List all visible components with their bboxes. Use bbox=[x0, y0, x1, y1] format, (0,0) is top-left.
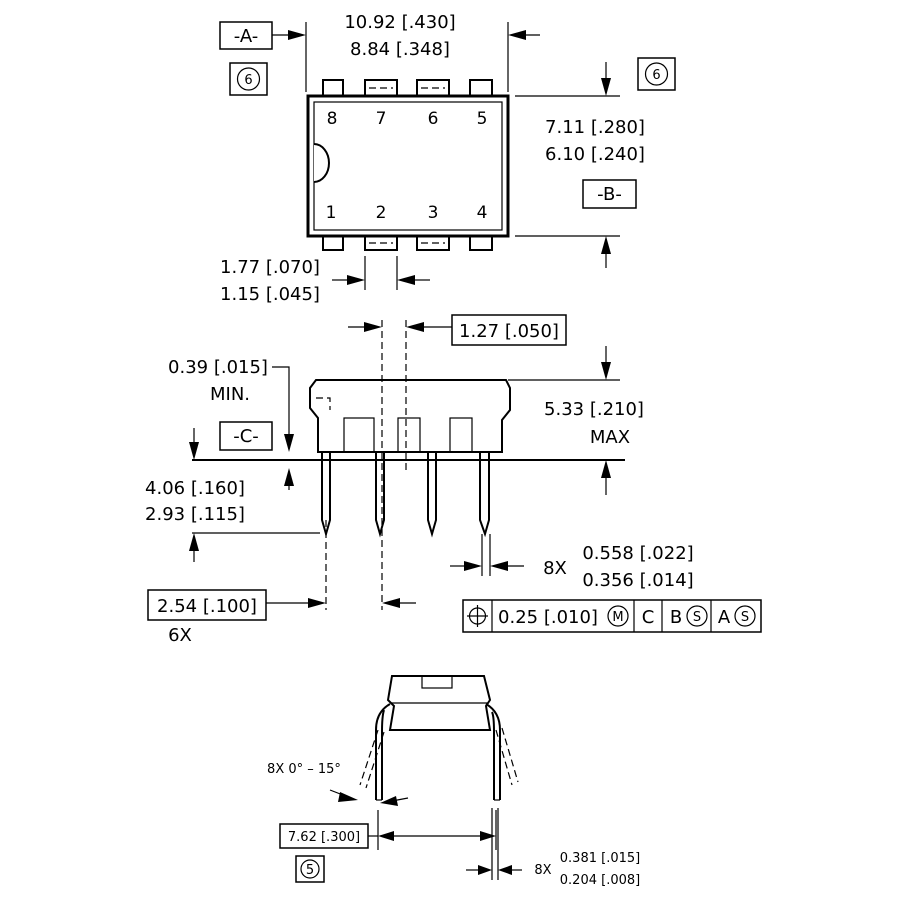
length-max: 10.92 [.430] bbox=[344, 12, 455, 33]
datum-c-ref: C bbox=[642, 607, 655, 628]
modifier-s2: S bbox=[741, 610, 749, 625]
pin-8: 8 bbox=[327, 109, 338, 129]
datum-a-label: -A- bbox=[234, 26, 259, 47]
side-leads bbox=[321, 451, 490, 538]
tolerance-value: 0.25 [.010] bbox=[498, 607, 598, 628]
end-view: 8X 0° – 15° 7.62 [.300] 5 8X 0.381 [.015… bbox=[267, 675, 640, 888]
lead-width-count: 8X bbox=[543, 558, 567, 579]
height-label: MAX bbox=[590, 427, 630, 448]
datum-b-label: -B- bbox=[597, 184, 622, 205]
angle-label: 8X 0° – 15° bbox=[267, 762, 341, 777]
pin-pad-max: 1.77 [.070] bbox=[220, 257, 320, 278]
datum-b-box bbox=[582, 179, 637, 209]
row-spacing-box bbox=[279, 823, 369, 849]
width-min: 6.10 [.240] bbox=[545, 144, 645, 165]
datum-a-box bbox=[219, 21, 273, 50]
lead-thk-max: 0.381 [.015] bbox=[560, 851, 640, 866]
package-body-outline bbox=[306, 94, 510, 238]
tolerance-frame: 0.25 [.010] M C B S A S bbox=[462, 599, 762, 633]
lead-thk-count: 8X bbox=[534, 863, 551, 878]
pin-pad-min: 1.15 [.045] bbox=[220, 284, 320, 305]
spacing-count: 6X bbox=[168, 625, 192, 646]
pitch-value: 1.27 [.050] bbox=[459, 321, 559, 342]
lead-width-max: 0.558 [.022] bbox=[582, 543, 693, 564]
length-min: 8.84 [.348] bbox=[350, 39, 450, 60]
datum-c-label: -C- bbox=[233, 426, 259, 447]
pin-1: 1 bbox=[326, 203, 337, 223]
pin-5: 5 bbox=[477, 109, 488, 129]
datum-a-ref: A bbox=[718, 607, 731, 628]
note-6-right-text: 6 bbox=[652, 68, 660, 83]
side-view: 1.27 [.050] 0.39 [.015] MIN. -C- bbox=[145, 314, 694, 646]
position-icon bbox=[467, 605, 488, 627]
row-spacing-value: 7.62 [.300] bbox=[288, 830, 360, 845]
note-6-left-text: 6 bbox=[244, 73, 252, 88]
spacing-box bbox=[147, 589, 267, 621]
lead-width-min: 0.356 [.014] bbox=[582, 570, 693, 591]
pin-4: 4 bbox=[477, 203, 488, 223]
standoff-label: MIN. bbox=[210, 384, 250, 405]
datum-b-ref: B bbox=[670, 607, 682, 628]
top-pins bbox=[322, 79, 493, 98]
side-body bbox=[309, 379, 511, 453]
top-view: -A- 6 10.92 [.430] 8.84 [.348] 6 bbox=[219, 12, 676, 305]
lead-length-min: 2.93 [.115] bbox=[145, 504, 245, 525]
pin-6: 6 bbox=[428, 109, 439, 129]
modifier-m: M bbox=[612, 610, 623, 625]
note-5-text: 5 bbox=[306, 863, 314, 878]
spacing-value: 2.54 [.100] bbox=[157, 596, 257, 617]
pin-7: 7 bbox=[376, 109, 387, 129]
pitch-box bbox=[451, 314, 567, 346]
pin-2: 2 bbox=[376, 203, 387, 223]
datum-c-box bbox=[219, 421, 273, 451]
width-max: 7.11 [.280] bbox=[545, 117, 645, 138]
height-value: 5.33 [.210] bbox=[544, 399, 644, 420]
lead-thk-min: 0.204 [.008] bbox=[560, 873, 640, 888]
modifier-s1: S bbox=[693, 610, 701, 625]
pin-3: 3 bbox=[428, 203, 439, 223]
lead-length-max: 4.06 [.160] bbox=[145, 478, 245, 499]
pin1-notch bbox=[313, 143, 330, 183]
standoff-value: 0.39 [.015] bbox=[168, 357, 268, 378]
